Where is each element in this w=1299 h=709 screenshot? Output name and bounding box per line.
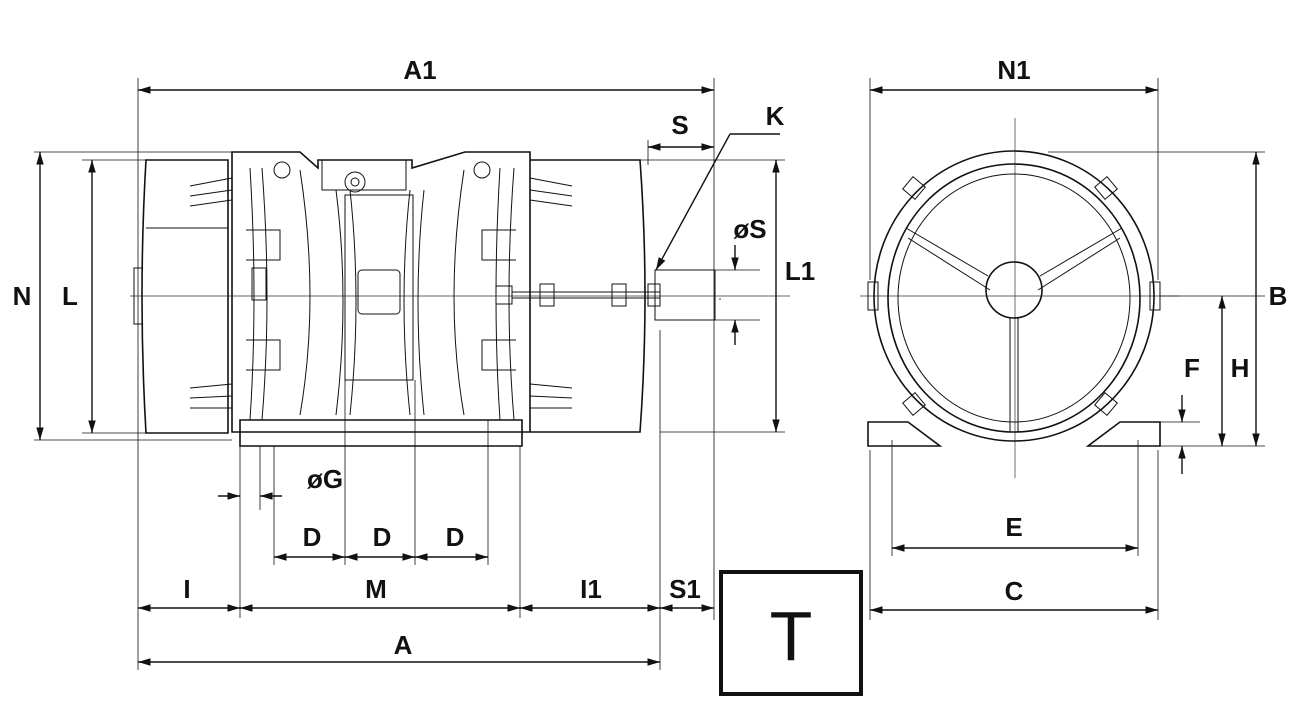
type-box	[719, 570, 863, 696]
label-b: B	[1269, 281, 1288, 311]
label-i1: I1	[580, 574, 602, 604]
front-view	[860, 78, 1265, 620]
label-d-2: D	[373, 522, 392, 552]
hub	[985, 261, 1043, 319]
spokes	[905, 227, 1123, 432]
outer-housing	[873, 150, 1155, 442]
label-d-3: D	[446, 522, 465, 552]
label-t: T	[770, 597, 813, 675]
base-foot	[239, 419, 523, 447]
label-m: M	[365, 574, 387, 604]
label-a: A	[394, 630, 413, 660]
label-a1: A1	[403, 55, 436, 85]
dimension-labels: A1 S K øS L1 N L øG D D D I M I1 S1 A N1…	[13, 55, 1288, 675]
label-og: øG	[307, 464, 343, 494]
label-l1: L1	[785, 256, 815, 286]
label-n: N	[13, 281, 32, 311]
right-end-cap	[530, 159, 646, 433]
side-dimension-lines	[36, 86, 780, 666]
label-n1: N1	[997, 55, 1030, 85]
label-os: øS	[733, 214, 766, 244]
label-s1: S1	[669, 574, 701, 604]
label-k: K	[766, 101, 785, 131]
main-housing	[231, 151, 531, 433]
housing-ribs	[249, 167, 515, 421]
label-i: I	[183, 574, 190, 604]
label-e: E	[1005, 512, 1022, 542]
shaft	[654, 269, 716, 321]
label-s: S	[671, 110, 688, 140]
side-view	[34, 78, 790, 670]
cooling-fins	[189, 177, 573, 409]
label-l: L	[62, 281, 78, 311]
label-d-1: D	[303, 522, 322, 552]
right-foot	[1085, 421, 1161, 447]
label-f: F	[1184, 353, 1200, 383]
left-end-cap	[141, 159, 229, 434]
label-c: C	[1005, 576, 1024, 606]
label-h: H	[1231, 353, 1250, 383]
left-foot	[867, 421, 943, 447]
front-dimension-lines	[870, 86, 1260, 614]
